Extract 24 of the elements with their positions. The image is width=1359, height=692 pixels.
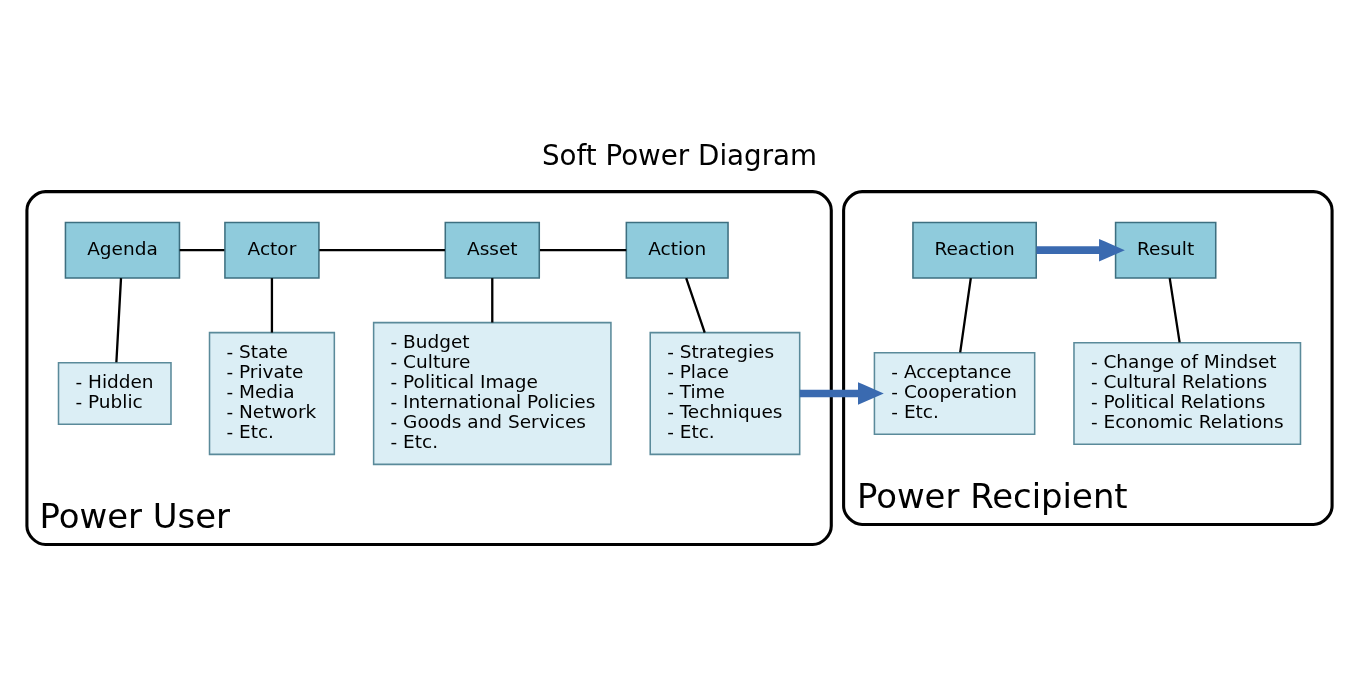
- connector: [179, 248, 225, 251]
- diagram-title: Soft Power Diagram: [541, 138, 818, 172]
- arrow: [1036, 238, 1125, 261]
- node-box: - Strategies - Place - Time - Techniques - Etc.: [649, 331, 801, 455]
- connector: [319, 248, 445, 251]
- node-box: - Acceptance - Cooperation - Etc.: [873, 351, 1036, 435]
- connector: [685, 277, 706, 333]
- node-box: - Hidden - Public: [57, 361, 172, 425]
- connector: [491, 277, 494, 322]
- node-box: Result: [1114, 221, 1217, 279]
- node-box: Asset: [444, 221, 541, 279]
- node-box: Agenda: [64, 221, 181, 279]
- node-box: Reaction: [912, 221, 1037, 279]
- connector: [539, 248, 627, 251]
- node-box: - Budget - Culture - Political Image - International Policies - Goods and Services - Etc.: [372, 321, 612, 465]
- connector: [959, 277, 972, 353]
- node-box: - State - Private - Media - Network - Etc.: [208, 331, 336, 455]
- connector: [1168, 277, 1181, 343]
- node-box: Actor: [224, 221, 320, 279]
- arrow: [799, 381, 884, 405]
- connector: [270, 277, 274, 333]
- node-box: Action: [625, 221, 729, 279]
- node-box: - Change of Mindset - Cultural Relations - Political Relations - Economic Relations: [1073, 341, 1302, 445]
- connector: [115, 277, 123, 362]
